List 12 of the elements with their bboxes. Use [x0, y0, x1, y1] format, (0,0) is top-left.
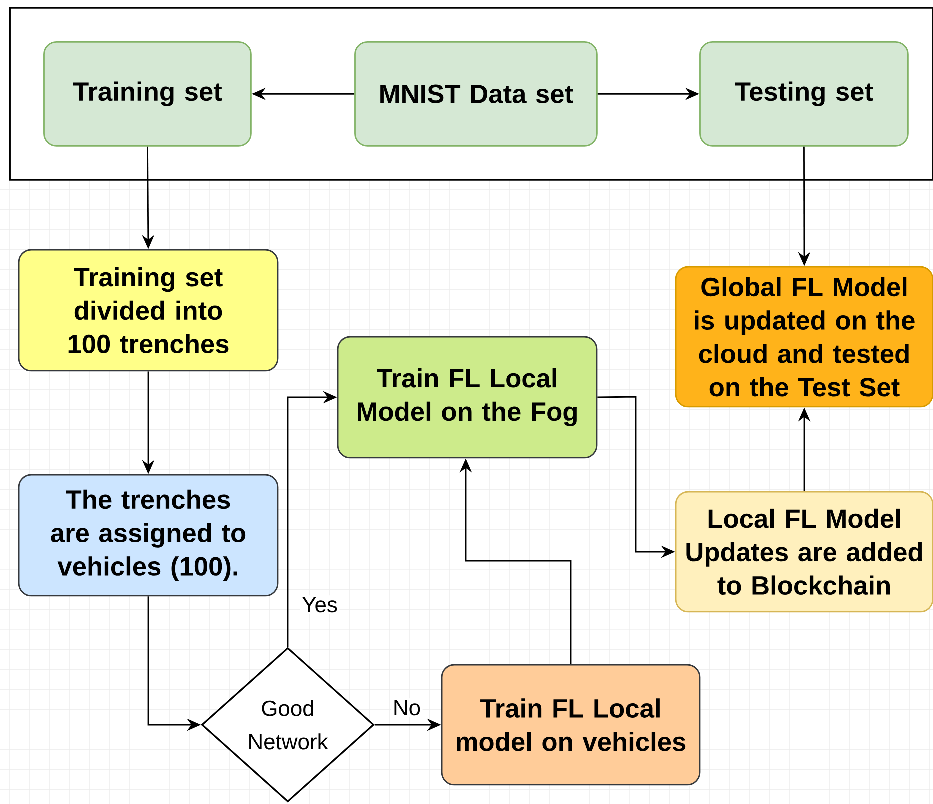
process-box: Training set divided into 100 trenches — [18, 249, 279, 372]
process-box: The trenches are assigned to vehicles (100). — [18, 474, 279, 597]
process-box: Testing set — [700, 41, 909, 147]
edge-label: Yes — [300, 596, 340, 614]
process-box: Train FL Local Model on the Fog — [337, 336, 598, 459]
process-box: MNIST Data set — [354, 41, 598, 147]
node-label: Good Network — [250, 700, 328, 750]
edge-label: No — [391, 698, 423, 718]
process-box: Training set — [44, 41, 252, 147]
process-box: Local FL Model Updates are added to Blockchain — [675, 491, 933, 613]
process-box: Train FL Local model on vehicles — [441, 664, 701, 786]
process-box: Global FL Model is updated on the cloud and tested on the Test Set — [675, 266, 933, 408]
